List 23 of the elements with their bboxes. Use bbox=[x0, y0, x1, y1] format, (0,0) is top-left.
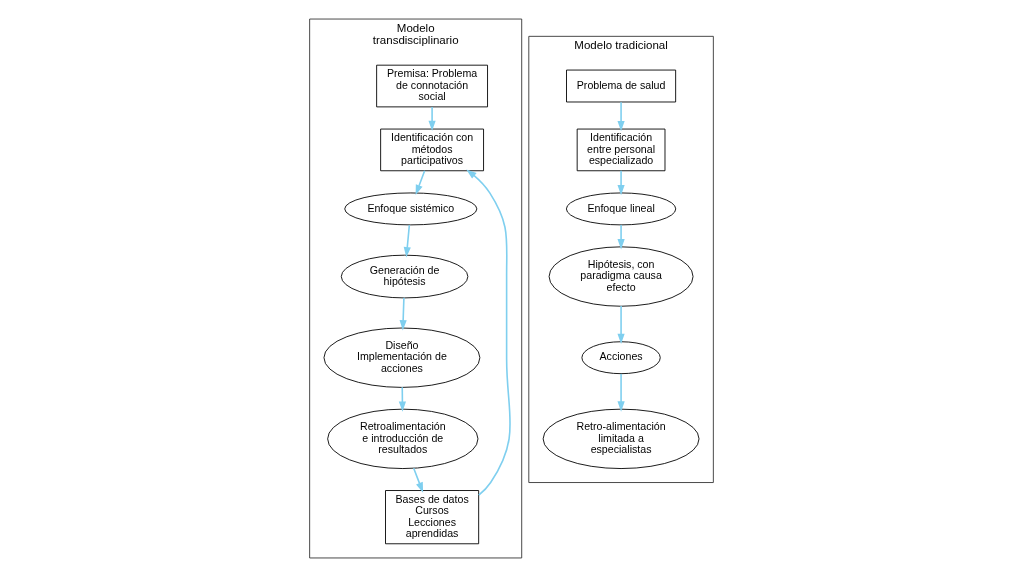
node-ellipse: Generación de hipótesis bbox=[340, 254, 469, 299]
arrow bbox=[403, 224, 411, 258]
node-ellipse: Retroalimentación e introducción de resultados bbox=[327, 408, 479, 469]
node-box: Identificación con métodos participativos bbox=[380, 128, 484, 172]
arrow bbox=[428, 106, 436, 132]
node-ellipse: Acciones bbox=[581, 341, 661, 375]
node-ellipse: Enfoque lineal bbox=[565, 192, 677, 226]
arrow bbox=[399, 297, 407, 331]
node-ellipse: Retro-alimentación limitada a especialistas bbox=[542, 408, 700, 469]
node-box: Identificación entre personal especializado bbox=[576, 128, 666, 172]
arrow bbox=[617, 305, 625, 344]
node-ellipse: Enfoque sistémico bbox=[344, 192, 478, 226]
arrow bbox=[412, 467, 424, 493]
node-box: Bases de datos Cursos Lecciones aprendidas bbox=[385, 490, 480, 545]
node-ellipse: Diseño Implementación de acciones bbox=[323, 327, 481, 388]
arrow bbox=[617, 224, 625, 250]
node-ellipse: Hipótesis, con paradigma causa efecto bbox=[548, 246, 694, 307]
node-box: Premisa: Problema de connotación social bbox=[376, 64, 488, 108]
arrow bbox=[617, 101, 625, 132]
node-box: Problema de salud bbox=[566, 69, 677, 103]
arrow bbox=[617, 373, 625, 412]
arrow bbox=[617, 170, 625, 196]
arrow bbox=[466, 169, 511, 496]
